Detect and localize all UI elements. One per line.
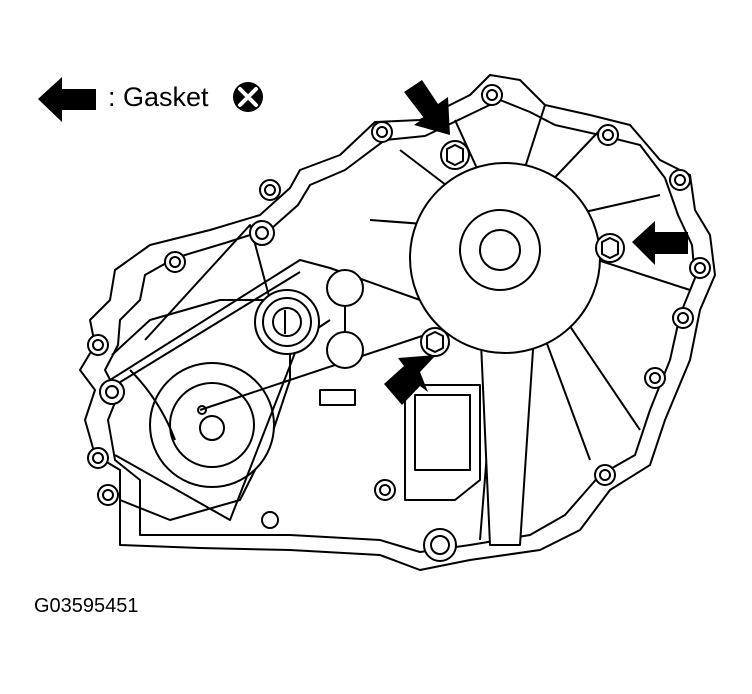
lower-pocket: [404, 384, 481, 501]
oil-seal-shaft: [272, 307, 302, 337]
boss-lower: [326, 331, 364, 369]
small-slot: [319, 389, 356, 406]
bell-housing-outline: [111, 299, 291, 521]
lower-pocket-inner: [414, 394, 471, 471]
perimeter-bolt-holes: [87, 84, 711, 562]
gasket-arrow-right: [632, 221, 688, 265]
oil-pump-shaft: [479, 229, 521, 271]
housing-outline: [79, 74, 716, 571]
oil-seal-mid: [262, 297, 312, 347]
gasket-arrow-bottom: [384, 355, 436, 405]
differential-hub: [199, 415, 225, 441]
gasket-arrow-top: [404, 80, 450, 135]
differential-rib: [129, 369, 176, 441]
pump-bolts: [420, 140, 625, 357]
rib-triangle: [144, 224, 271, 341]
circle-x-icon: [233, 82, 263, 112]
solid-arrow-left-icon: [38, 77, 96, 122]
legend-gasket-label: : Gasket: [108, 82, 209, 112]
figure-code: G03595451: [34, 595, 139, 617]
differential-case-inner: [169, 382, 255, 468]
rib-cross: [199, 329, 441, 411]
boss-upper: [326, 269, 364, 307]
housing-inner-flange: [104, 99, 696, 553]
